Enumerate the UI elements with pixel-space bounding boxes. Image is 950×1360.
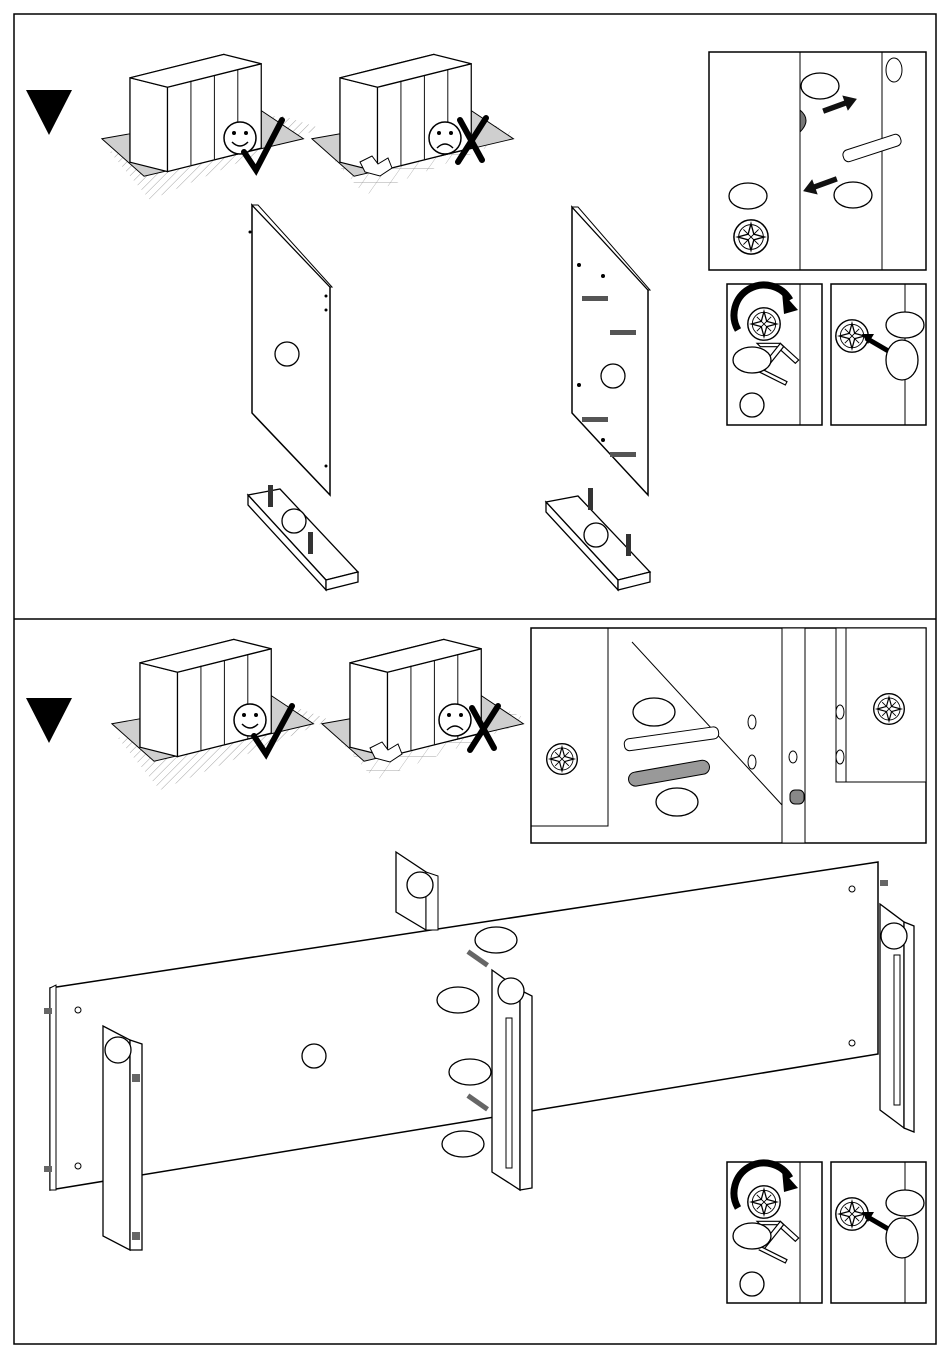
cam-bolt-icon [582,296,608,301]
part-callout [834,182,872,208]
part-callout [584,523,608,547]
part-callout [740,393,764,417]
part-callout [442,1131,484,1157]
part-callout [437,987,479,1013]
cam-lock-icon [748,1186,780,1218]
part-callout [302,1044,326,1068]
cam-bolt-icon [610,330,636,335]
cover-cap-icon [886,340,918,380]
part-callout [449,1059,491,1085]
detail-cover-cap-2 [831,1162,926,1303]
part-callout [633,698,675,726]
detail-dowel-insertion [531,628,926,843]
part-callout [475,927,517,953]
cover-cap-icon [886,1218,918,1258]
part-callout [729,183,767,209]
part-callout [886,1190,924,1216]
part-callout [886,312,924,338]
cam-bolt-icon [582,417,608,422]
smiley-face-icon [224,122,256,154]
detail-cam-tighten-2 [727,1162,822,1303]
part-callout [105,1037,131,1063]
side-board-left [103,1026,142,1250]
cam-lock-icon [874,694,905,725]
cam-bolt-icon [268,485,273,507]
part-callout [656,788,698,816]
cam-bolt-icon [610,452,636,457]
cam-bolt-icon [626,534,631,556]
part-callout [498,978,524,1004]
cam-lock-icon [748,308,780,340]
part-callout [733,1223,771,1249]
detail-bolt-insertion [709,52,926,270]
part-callout [282,509,306,533]
frowny-face-icon [439,704,471,736]
part-callout [801,73,839,99]
part-callout [733,347,771,373]
part-callout [881,923,907,949]
smiley-face-icon [234,704,266,736]
cam-bolt-icon [588,488,593,510]
part-callout [740,1272,764,1296]
cam-lock-icon [734,220,768,254]
detail-cover-cap [831,284,926,425]
part-callout [601,364,625,388]
detail-cam-tighten [727,284,822,425]
part-callout [275,342,299,366]
part-callout [407,872,433,898]
side-board-right [880,904,914,1132]
cam-lock-icon [547,744,578,775]
cam-bolt-icon [308,532,313,554]
frowny-face-icon [429,122,461,154]
